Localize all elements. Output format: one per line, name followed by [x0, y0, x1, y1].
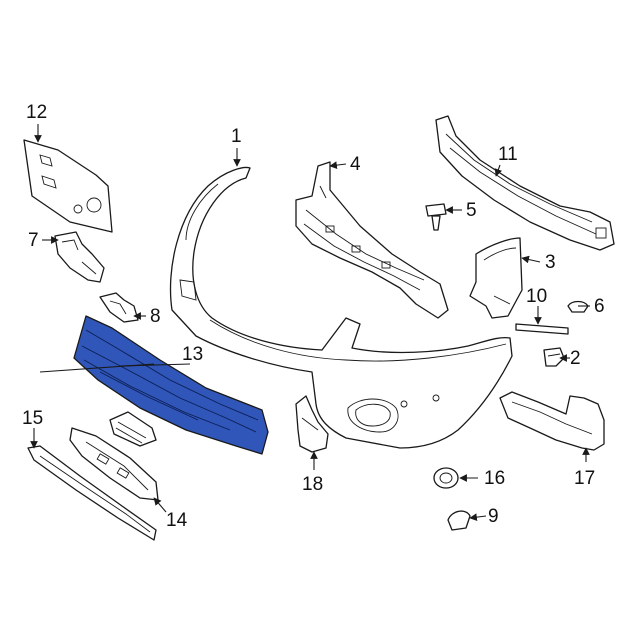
part-14-trim-frame[interactable]	[69, 427, 159, 501]
lower-grille-insert[interactable]	[109, 411, 157, 447]
callout-14: 14	[166, 510, 188, 531]
callout-11: 11	[498, 144, 518, 165]
callout-8: 8	[150, 306, 161, 327]
callout-15: 15	[22, 408, 43, 429]
part-2-clip[interactable]	[543, 347, 565, 367]
callout-18: 18	[302, 474, 323, 495]
callout-6: 6	[594, 296, 605, 317]
callout-3: 3	[545, 252, 556, 273]
callout-12: 12	[26, 102, 47, 123]
part-8-clip[interactable]	[99, 292, 139, 323]
callout-10: 10	[526, 286, 547, 307]
callout-17: 17	[574, 468, 595, 489]
callout-7: 7	[28, 230, 39, 251]
part-5-bolt[interactable]	[425, 203, 447, 231]
part-17-guide-bracket[interactable]	[499, 391, 605, 451]
callout-labels: 1 2 3 4 5 6 7 8 9 10 11 12 13 14 15 16 1…	[22, 102, 605, 531]
part-1-bumper-cover[interactable]	[169, 166, 513, 449]
leader-lines	[30, 124, 590, 521]
part-18-bracket[interactable]	[295, 395, 329, 453]
callout-13: 13	[182, 344, 203, 365]
part-9-cover-cap[interactable]	[447, 510, 471, 531]
callout-4: 4	[350, 154, 361, 175]
callout-2: 2	[570, 348, 581, 369]
part-13-lower-deflector[interactable]	[73, 315, 269, 455]
part-10-molding-strip[interactable]	[515, 323, 569, 335]
part-3-side-bracket[interactable]	[469, 237, 523, 319]
part-11-reinforcement[interactable]	[435, 115, 615, 251]
callout-1: 1	[231, 126, 242, 147]
part-16-sensor[interactable]	[433, 467, 459, 489]
part-12-license-bracket[interactable]	[23, 139, 113, 233]
part-6-cap[interactable]	[567, 300, 589, 313]
callout-16: 16	[484, 468, 505, 489]
part-7-bracket[interactable]	[54, 231, 105, 283]
callout-9: 9	[488, 506, 499, 527]
part-15-strip[interactable]	[27, 445, 157, 541]
callout-5: 5	[466, 200, 477, 221]
part-4-carrier[interactable]	[295, 161, 449, 319]
